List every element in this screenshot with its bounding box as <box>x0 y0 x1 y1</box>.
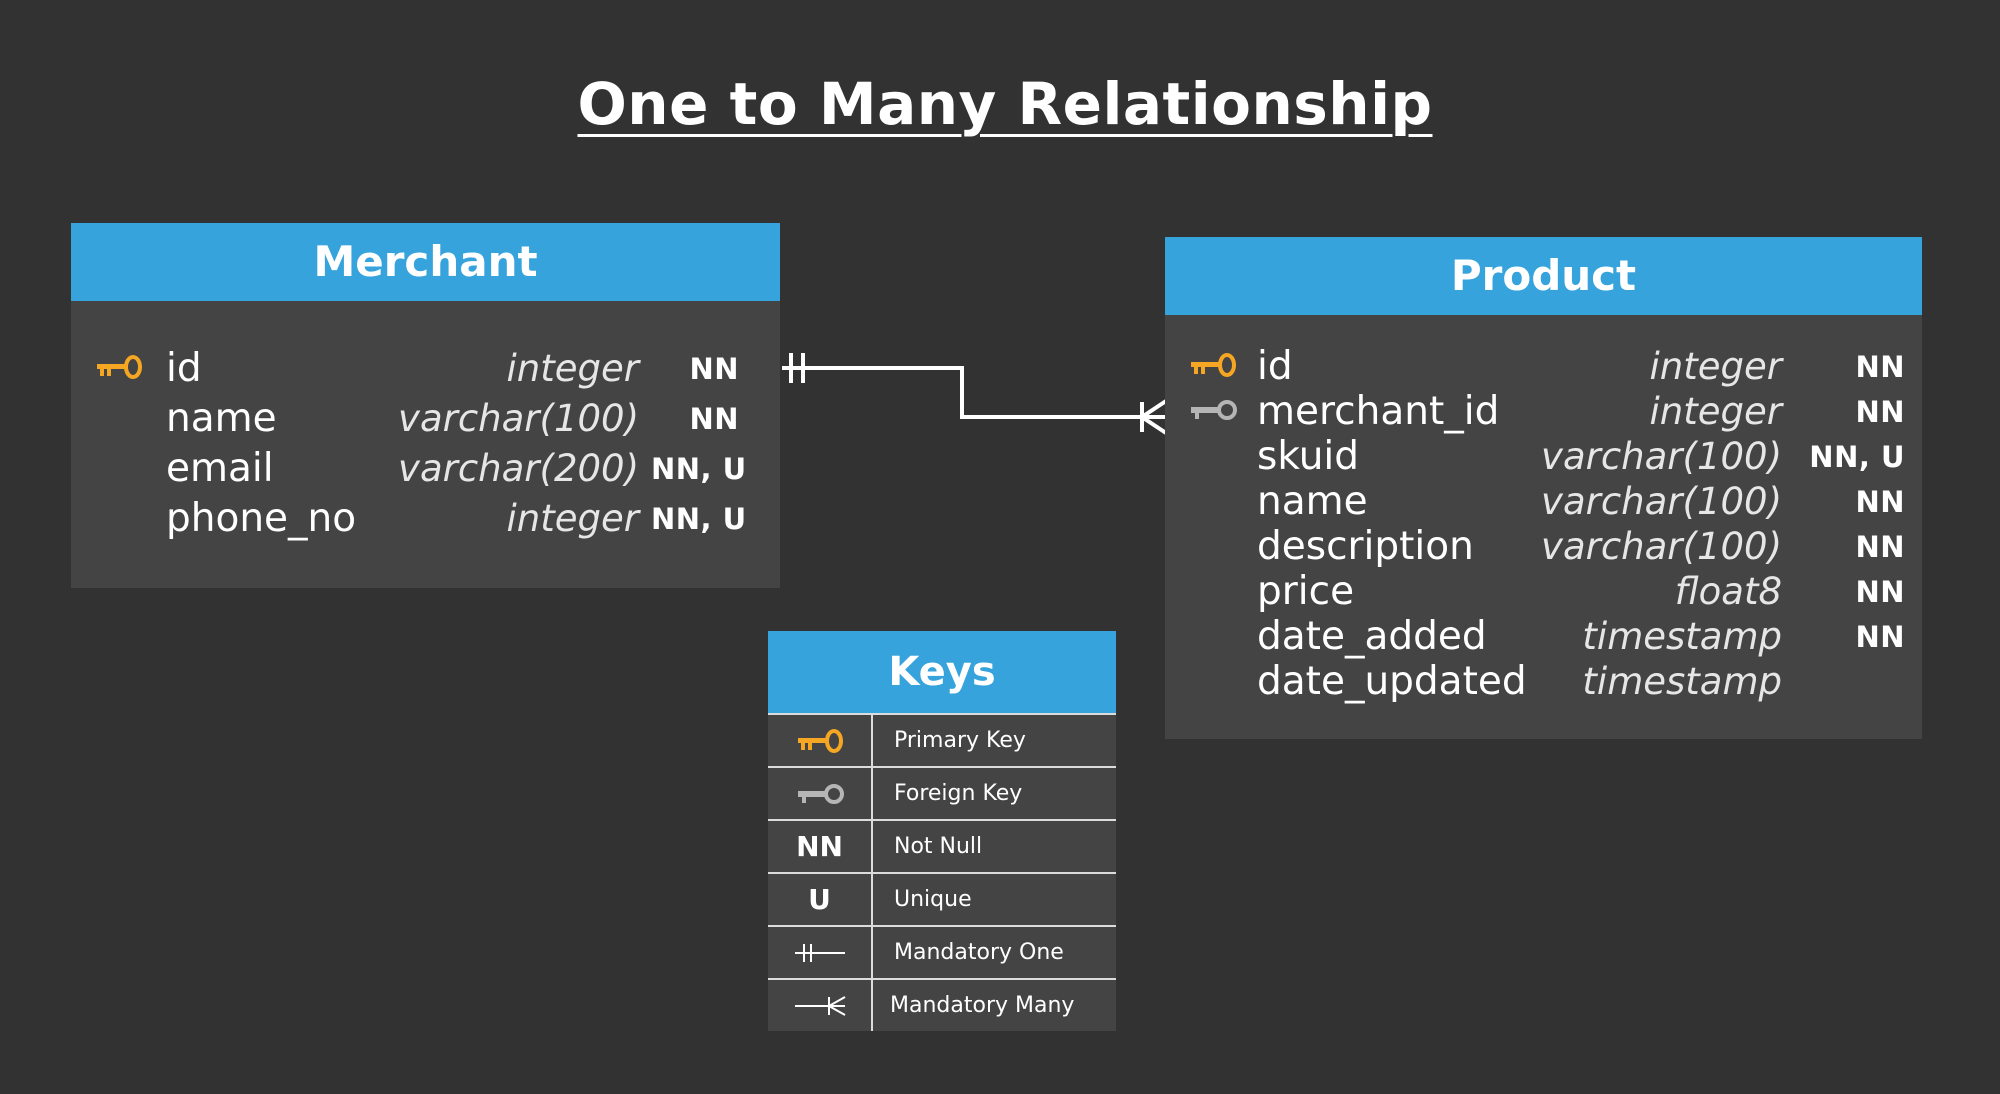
legend-label: Mandatory Many <box>890 993 1075 1018</box>
field-type: varchar(200) <box>398 447 639 490</box>
legend-symbol-text: NN <box>796 830 843 863</box>
field-name: description <box>1257 524 1474 569</box>
legend-symbol <box>768 927 873 978</box>
field-type: integer <box>1649 390 1782 433</box>
field-type: float8 <box>1674 570 1782 613</box>
legend-symbol <box>768 768 873 819</box>
field-type: timestamp <box>1582 660 1782 703</box>
field-type: varchar(100) <box>398 397 639 440</box>
mandatory-many-icon <box>794 995 845 1016</box>
field-name: price <box>1257 569 1355 614</box>
field-name: date_updated <box>1257 659 1527 704</box>
relationship-line <box>782 366 1166 419</box>
primary-key-icon <box>95 353 143 385</box>
field-type: integer <box>1649 345 1782 388</box>
mandatory-many-marker <box>1140 399 1168 435</box>
legend-symbol <box>768 715 873 766</box>
product-field-row: id integer NN <box>1165 343 1922 391</box>
field-name: date_added <box>1257 614 1487 659</box>
field-type: timestamp <box>1582 615 1782 658</box>
foreign-key-icon <box>1191 400 1237 420</box>
field-constraints: NN <box>1855 530 1905 564</box>
merchant-header: Merchant <box>71 223 780 301</box>
product-header: Product <box>1165 237 1922 315</box>
primary-key-icon <box>97 355 142 379</box>
field-name: name <box>166 396 277 441</box>
merchant-field-row: name varchar(100) NN <box>71 395 780 443</box>
field-constraints: NN <box>1855 395 1905 429</box>
primary-key-icon <box>1189 351 1237 383</box>
keys-legend-row: Mandatory Many <box>768 978 1116 1031</box>
field-name: name <box>1257 479 1368 524</box>
field-constraints: NN <box>689 352 739 386</box>
product-field-row: name varchar(100) NN <box>1165 478 1922 526</box>
foreign-key-icon <box>1189 396 1237 428</box>
field-name: id <box>1257 344 1293 389</box>
product-field-row: merchant_id integer NN <box>1165 388 1922 436</box>
field-constraints: NN <box>689 402 739 436</box>
legend-label: Primary Key <box>894 728 1026 753</box>
field-constraints: NN <box>1855 485 1905 519</box>
mandatory-one-marker <box>789 353 805 383</box>
field-name: email <box>166 446 274 491</box>
merchant-field-row: id integer NN <box>71 345 780 393</box>
product-field-row: description varchar(100) NN <box>1165 523 1922 571</box>
mandatory-one-icon <box>794 943 845 962</box>
legend-label: Mandatory One <box>894 940 1064 965</box>
legend-label: Not Null <box>894 834 983 859</box>
merchant-field-row: phone_no integer NN, U <box>71 495 780 543</box>
field-name: merchant_id <box>1257 389 1500 434</box>
keys-legend-row: Foreign Key <box>768 766 1116 819</box>
keys-legend-row: Primary Key <box>768 713 1116 766</box>
field-name: skuid <box>1257 434 1360 479</box>
field-name: id <box>166 346 202 391</box>
field-constraints: NN <box>1855 620 1905 654</box>
field-type: varchar(100) <box>1541 480 1782 523</box>
product-field-row: skuid varchar(100) NN, U <box>1165 433 1922 481</box>
primary-key-icon <box>1191 353 1236 377</box>
legend-label: Unique <box>894 887 972 912</box>
legend-symbol <box>768 980 873 1031</box>
field-type: varchar(100) <box>1541 435 1782 478</box>
field-constraints: NN, U <box>651 452 747 486</box>
keys-header: Keys <box>768 631 1116 713</box>
field-name: phone_no <box>166 496 357 541</box>
primary-key-icon <box>797 728 843 753</box>
keys-legend-row: Mandatory One <box>768 925 1116 978</box>
merchant-field-row: email varchar(200) NN, U <box>71 445 780 493</box>
keys-legend-row: NN Not Null <box>768 819 1116 872</box>
diagram-title: One to Many Relationship <box>577 70 1433 138</box>
legend-symbol-text: U <box>808 883 831 916</box>
product-field-row: date_updated timestamp <box>1165 658 1922 706</box>
field-type: varchar(100) <box>1541 525 1782 568</box>
field-type: integer <box>506 347 639 390</box>
legend-label: Foreign Key <box>894 781 1023 806</box>
legend-symbol: NN <box>768 821 873 872</box>
foreign-key-icon <box>797 783 844 804</box>
product-field-row: date_added timestamp NN <box>1165 613 1922 661</box>
field-constraints: NN <box>1855 350 1905 384</box>
product-field-row: price float8 NN <box>1165 568 1922 616</box>
field-type: integer <box>506 497 639 540</box>
field-constraints: NN, U <box>1809 440 1905 474</box>
legend-symbol: U <box>768 874 873 925</box>
field-constraints: NN <box>1855 575 1905 609</box>
field-constraints: NN, U <box>651 502 747 536</box>
keys-legend-row: U Unique <box>768 872 1116 925</box>
